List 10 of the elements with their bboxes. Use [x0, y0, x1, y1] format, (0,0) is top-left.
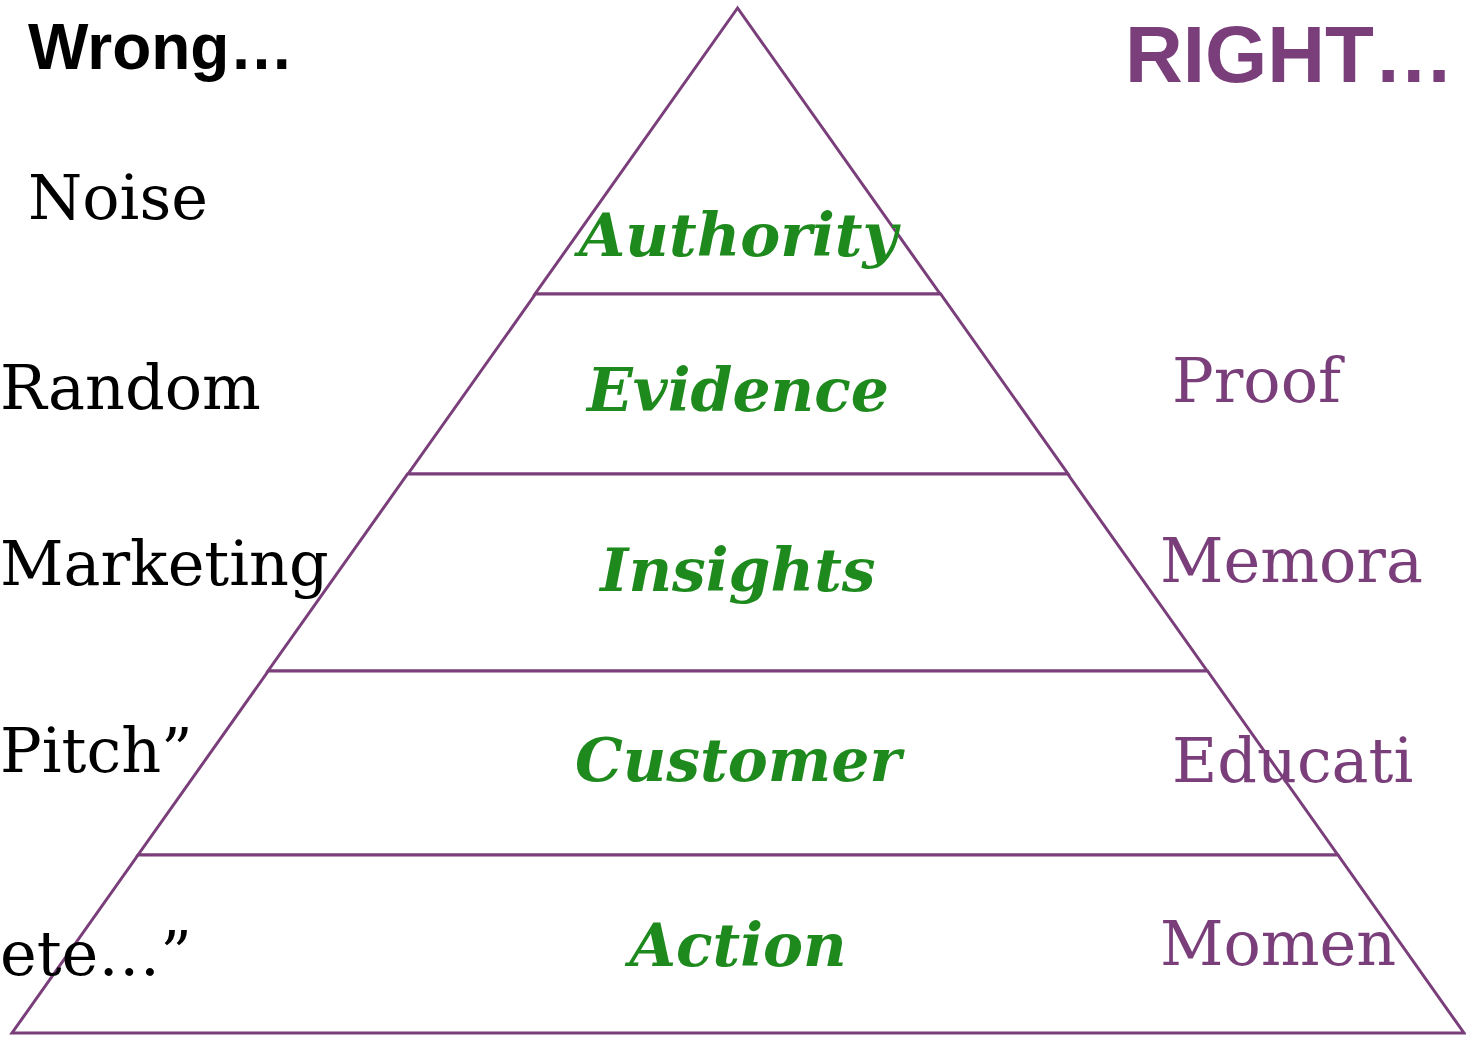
row-label: Noise: [28, 162, 208, 234]
tier-label: Insights: [600, 535, 876, 605]
row-label: Random: [0, 352, 261, 424]
row-label: Momen: [1160, 908, 1397, 980]
tier-label: Evidence: [587, 355, 889, 425]
column-heading: RIGHT…: [1125, 10, 1454, 100]
column-heading: Wrong…: [28, 10, 294, 84]
row-label: Marketing: [0, 528, 329, 600]
row-label: Memora: [1160, 525, 1423, 597]
row-label: Pitch”: [0, 715, 193, 787]
